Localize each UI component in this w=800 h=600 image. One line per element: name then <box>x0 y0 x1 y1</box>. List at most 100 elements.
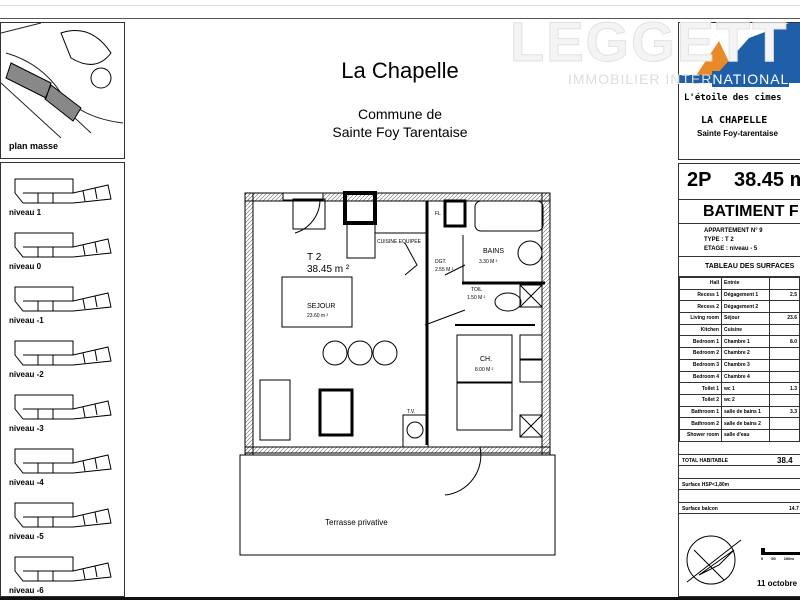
plan-area: 38.45 m ² <box>307 264 350 275</box>
room-en: Living room <box>679 312 722 325</box>
terrace-label: Terrasse privative <box>325 518 388 527</box>
plan-masse-box: plan masse <box>0 22 125 159</box>
bottom-rule <box>0 597 800 600</box>
room-area <box>769 300 800 314</box>
room-label-living: SEJOUR <box>307 303 335 310</box>
area-big: 38.45 m² <box>734 169 800 191</box>
room-fr: Dégagement 2 <box>721 300 770 314</box>
room-area: 8.0 <box>769 335 800 349</box>
room-en: Hall <box>679 277 722 290</box>
room-fr: Chambre 3 <box>721 358 770 372</box>
room-fr: Chambre 4 <box>721 370 770 384</box>
balcon-value: 14.7 <box>789 505 799 512</box>
level-thumbnail <box>14 286 112 312</box>
room-area-bedroom: 8.00 M ² <box>475 367 494 373</box>
logo-subtitle: IMMOBILIER INTERNATIONAL <box>568 71 790 87</box>
room-area-living: 23.60 m ² <box>307 313 328 319</box>
room-area: 23.6 <box>769 312 800 325</box>
room-fr: salle d'eau <box>721 428 770 442</box>
room-en: Bathroom 2 <box>679 417 722 430</box>
room-en: Bedroom 1 <box>679 335 722 349</box>
room-en: Bedroom 3 <box>679 358 722 372</box>
type-big: 2P <box>687 169 712 191</box>
room-fr: salle de bains 2 <box>721 417 770 430</box>
room-fr: salle de bains 1 <box>721 405 770 419</box>
info-box: 2P 38.45 m² BATIMENT F APPARTEMENT N° 9 … <box>678 163 800 597</box>
north-arrow-icon <box>686 535 800 585</box>
room-area <box>769 370 800 384</box>
room-area <box>769 393 800 407</box>
level-thumbnail <box>14 556 112 582</box>
commune-name: Sainte Foy-tarentaise <box>697 129 778 138</box>
level-label: niveau -1 <box>9 316 44 325</box>
level-label: niveau -2 <box>9 370 44 379</box>
room-label-bath: BAINS <box>483 248 504 255</box>
room-area <box>769 428 800 442</box>
room-en: Recess 2 <box>679 300 722 314</box>
hsp-row: Surface HSP<1,80m <box>679 477 800 490</box>
room-fr: Séjour <box>721 312 770 325</box>
tv-label: T.V. <box>407 409 415 415</box>
room-fr: Chambre 1 <box>721 335 770 349</box>
page-title: La Chapelle <box>341 58 459 83</box>
room-fr: Entrée <box>721 277 770 290</box>
commune-line2: Sainte Foy Tarentaise <box>332 124 468 140</box>
summary-row: 2P 38.45 m² <box>679 164 800 200</box>
level-thumbnail <box>14 502 112 528</box>
top-rule <box>0 5 800 6</box>
room-area <box>769 347 800 360</box>
scale-bar: 0 50 100m <box>761 556 794 561</box>
level-thumbnail <box>14 448 112 474</box>
room-label-kitchen: CUISINE EQUIPEE <box>377 239 422 245</box>
level-label: niveau -6 <box>9 586 44 595</box>
scale-label: 50 <box>771 556 776 561</box>
fl-label: FL <box>435 211 441 217</box>
floor-plan: CUISINE EQUIPEE T 2 38.45 m ² SEJOUR 23.… <box>239 191 556 556</box>
commune-line1: Commune de <box>357 106 443 122</box>
level-thumbnail <box>14 232 112 258</box>
room-label-bedroom: CH. <box>480 356 492 363</box>
plan-date: 11 octobre <box>757 579 798 588</box>
location-name: LA CHAPELLE <box>701 115 768 126</box>
room-area: 3.3 <box>769 405 800 419</box>
apartment-floor: ETAGE : niveau - 5 <box>704 246 758 252</box>
level-thumbnail <box>14 340 112 366</box>
room-area-wc: 1.50 M ² <box>467 295 486 301</box>
room-fr: Cuisine <box>721 323 770 337</box>
table-title: TABLEAU DES SURFACES <box>679 257 800 277</box>
plan-masse-label: plan masse <box>9 141 59 151</box>
scale-label: 100m <box>783 556 794 561</box>
room-label-wc: TOIL <box>471 287 482 293</box>
site-plan-drawing <box>0 22 124 139</box>
scale-label: 0 <box>761 556 764 561</box>
room-area-bath: 3.30 M ² <box>479 259 498 265</box>
room-fr: Chambre 2 <box>721 347 770 360</box>
level-label: niveau 0 <box>9 262 42 271</box>
room-en: Toilet 1 <box>679 382 722 395</box>
room-fr: wc 1 <box>721 382 770 395</box>
level-label: niveau 1 <box>9 208 42 217</box>
levels-box: niveau 1 niveau 0 niveau -1 niveau -2 niveau… <box>0 162 125 597</box>
room-area <box>769 417 800 430</box>
room-en: Kitchen <box>679 323 722 337</box>
apartment-type: TYPE : T 2 <box>704 237 734 243</box>
frame-rule <box>0 18 800 19</box>
building-name: BATIMENT F <box>679 200 800 224</box>
room-label-dgt: DGT. <box>435 259 446 265</box>
room-area <box>769 323 800 337</box>
room-area-dgt: 2.55 M ² <box>435 267 454 273</box>
leggett-logo-watermark: LEGGETT <box>509 10 789 73</box>
level-thumbnail <box>14 178 112 204</box>
